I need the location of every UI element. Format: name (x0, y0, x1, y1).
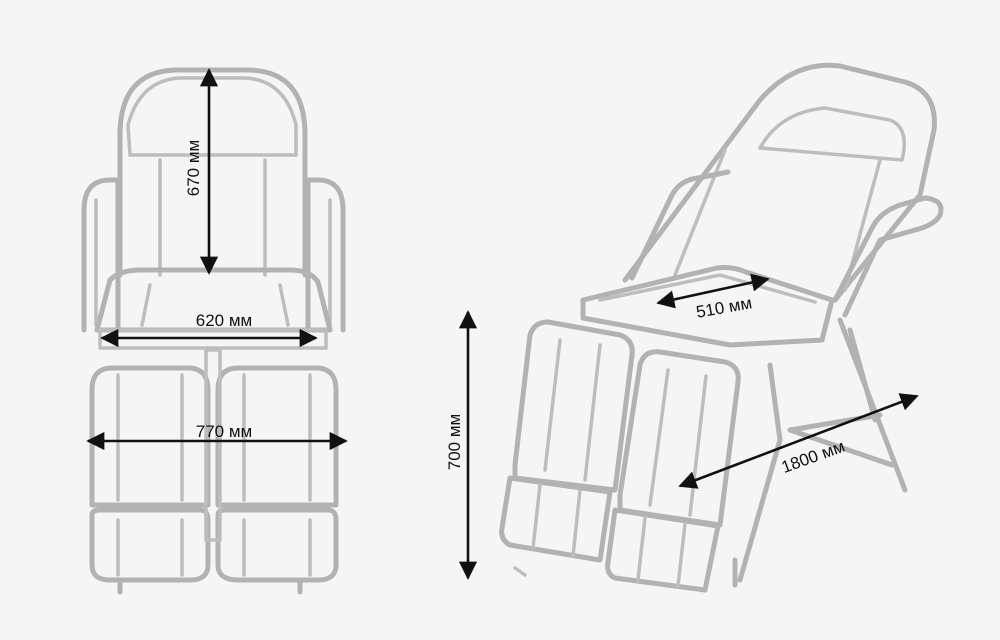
dim-label-front-seat-width: 620 мм (196, 311, 252, 330)
side-armrest-front (832, 195, 944, 318)
front-seat (94, 267, 333, 333)
side-armrest-back (629, 169, 731, 281)
front-backrest (117, 67, 308, 278)
side-view-chair (499, 62, 944, 593)
dim-label-side-height: 700 мм (445, 414, 464, 470)
side-headrest (758, 106, 906, 162)
front-headrest (126, 76, 298, 157)
dim-line-side-length (678, 393, 919, 489)
dim-label-front-overall-width: 770 мм (196, 422, 252, 441)
dim-label-side-seat-depth: 510 мм (695, 293, 754, 322)
side-dimensions: 510 мм 700 мм 1800 мм (445, 273, 919, 580)
front-right-leg-lower (215, 507, 339, 583)
side-seat (580, 265, 835, 348)
front-left-leg-lower (89, 507, 211, 583)
dim-line-side-seat-depth (656, 273, 770, 309)
front-left-armrest (81, 177, 121, 333)
front-right-armrest (305, 177, 346, 333)
side-left-leg-upper (512, 319, 635, 493)
side-right-leg-lower (605, 507, 721, 593)
side-left-leg-lower (499, 475, 613, 563)
dim-label-side-length: 1800 мм (779, 437, 847, 477)
side-right-leg-upper (617, 349, 741, 528)
side-backrest (622, 62, 937, 303)
dim-label-front-height: 670 мм (184, 140, 203, 196)
front-left-leg-upper (89, 365, 211, 508)
front-view-chair (81, 67, 346, 595)
front-dimensions: 670 мм 620 мм 770 мм (86, 68, 348, 451)
